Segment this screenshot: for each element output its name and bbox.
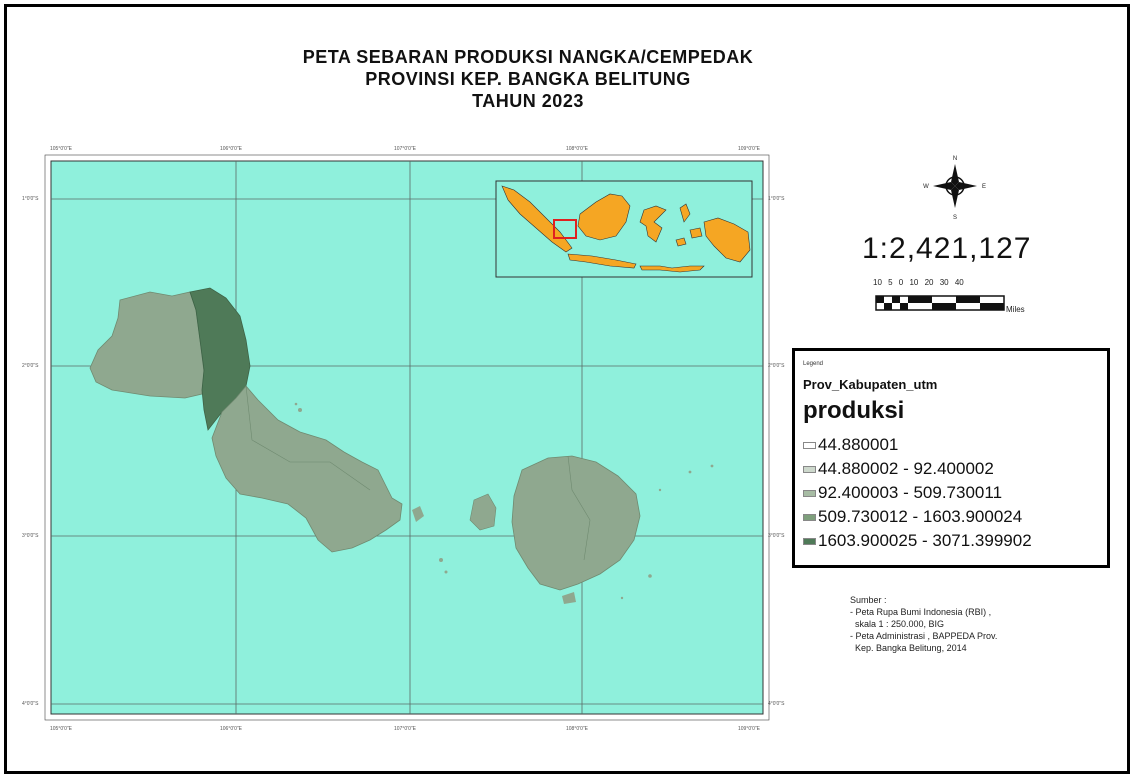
island-pongok [469,493,497,531]
compass-w: W [923,184,929,190]
source-line-5: Kep. Bangka Belitung, 2014 [850,643,967,653]
source-line-4: - Peta Administrasi , BAPPEDA Prov. [850,631,998,641]
region-belitung [511,455,641,591]
grid-label-top-2: 106°0'0"E [220,146,242,152]
legend-item: 44.880001 [803,433,1032,457]
legend-layer-name: Prov_Kabupaten_utm [803,377,938,392]
grid-label-bottom-5: 109°0'0"E [738,726,760,732]
legend-box: Legend Prov_Kabupaten_utm produksi 44.88… [792,348,1110,568]
scale-bar [875,295,1005,311]
source-note: Sumber : - Peta Rupa Bumi Indonesia (RBI… [850,594,997,654]
grid-label-right-4: 4°0'0"S [768,701,785,707]
grid-label-bottom-3: 107°0'0"E [394,726,416,732]
region-bangka-barat [89,291,205,399]
compass-s: S [953,215,957,221]
compass-e: E [982,184,986,190]
legend-item: 92.400003 - 509.730011 [803,481,1032,505]
legend-swatch-3 [803,489,816,497]
grid-label-right-2: 2°0'0"S [768,363,785,369]
grid-label-top-4: 108°0'0"E [566,146,588,152]
grid-label-left-3: 3°0'0"S [22,533,39,539]
title-line-2: PROVINSI KEP. BANGKA BELITUNG [365,69,691,89]
title-line-1: PETA SEBARAN PRODUKSI NANGKA/CEMPEDAK [302,47,754,67]
legend-swatch-4 [803,513,816,521]
island-lepar [412,506,424,522]
source-line-1: Sumber : [850,595,887,605]
region-bangka-tengah-selatan [211,385,403,553]
legend-label-3: 92.400003 - 509.730011 [818,483,1003,502]
legend-item: 1603.900025 - 3071.399902 [803,529,1032,553]
legend-label-4: 509.730012 - 1603.900024 [818,507,1023,526]
scale-ratio: 1:2,421,127 [862,232,1032,265]
grid-label-bottom-1: 105°0'0"E [50,726,72,732]
grid-label-right-1: 1°0'0"S [768,196,785,202]
title-line-3: TAHUN 2023 [472,91,584,111]
grid-label-bottom-2: 106°0'0"E [220,726,242,732]
source-line-3: skala 1 : 250.000, BIG [850,619,945,629]
legend-label-5: 1603.900025 - 3071.399902 [818,531,1032,550]
legend-swatch-2 [803,465,816,473]
compass-n: N [953,156,957,162]
grid-label-left-4: 4°0'0"S [22,701,39,707]
grid-label-top-3: 107°0'0"E [394,146,416,152]
scale-ticks: 10 5 0 10 20 30 40 [873,278,964,287]
grid-label-left-1: 1°0'0"S [22,196,39,202]
map-title: PETA SEBARAN PRODUKSI NANGKA/CEMPEDAK PR… [248,46,808,112]
legend-swatch-5 [803,537,816,545]
legend-header: Legend [803,361,824,367]
source-line-2: - Peta Rupa Bumi Indonesia (RBI) , [850,607,992,617]
legend-label-1: 44.880001 [818,435,899,454]
grid-label-left-2: 2°0'0"S [22,363,39,369]
grid-label-top-5: 109°0'0"E [738,146,760,152]
legend-label-2: 44.880002 - 92.400002 [818,459,994,478]
scale-unit: Miles [1006,305,1025,314]
legend-field-name: produksi [803,397,905,424]
legend-items: 44.880001 44.880002 - 92.400002 92.40000… [803,433,1032,553]
legend-swatch-1 [803,441,816,449]
grid-label-right-3: 3°0'0"S [768,533,785,539]
legend-item: 509.730012 - 1603.900024 [803,505,1032,529]
grid-label-top-1: 105°0'0"E [50,146,72,152]
inset-map-indonesia [495,180,753,278]
legend-item: 44.880002 - 92.400002 [803,457,1032,481]
grid-label-bottom-4: 108°0'0"E [566,726,588,732]
north-arrow-icon: N S E W [923,156,986,221]
